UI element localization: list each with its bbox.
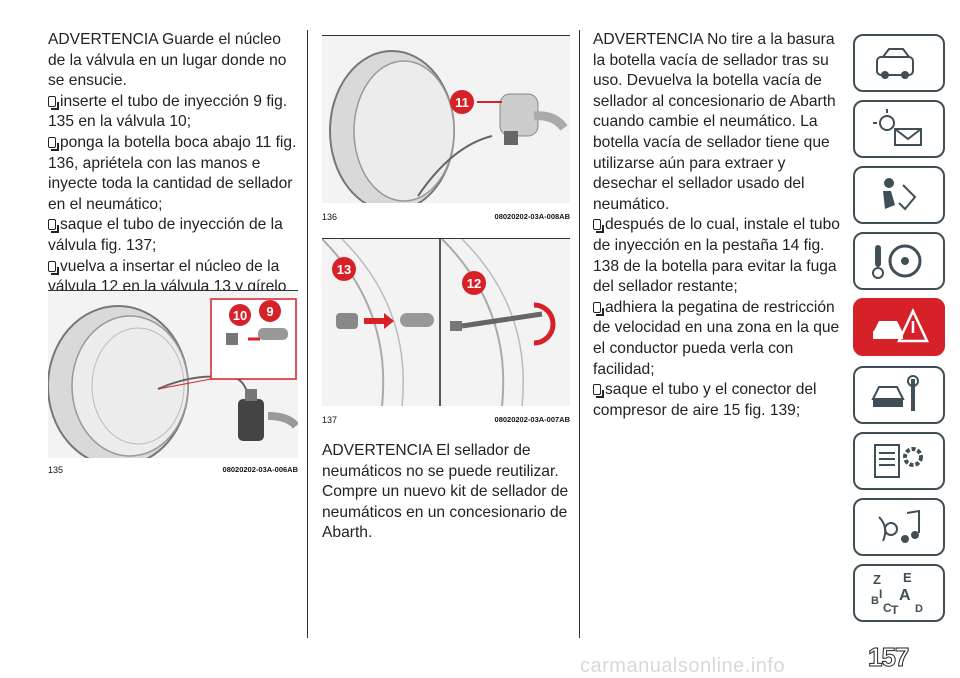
tab-maintenance[interactable] (853, 366, 945, 424)
bullet-icon (48, 219, 59, 234)
svg-text:D: D (915, 603, 923, 615)
list-item: saque el tubo de inyección de la válvula… (48, 216, 283, 254)
tab-index[interactable]: Z E B A C T D I (853, 564, 945, 622)
figure-137-caption: 137 08020202-03A-007AB (322, 415, 570, 425)
warning-paragraph: ADVERTENCIA Guarde el núcleo de la válvu… (48, 31, 287, 90)
warning-paragraph: ADVERTENCIA No tire a la basura la botel… (593, 31, 836, 213)
specs-gear-icon (874, 444, 923, 478)
figure-code: 08020202-03A-006AB (222, 465, 298, 474)
list-item: inserte el tubo de inyección 9 fig. 135 … (48, 92, 288, 131)
car-maintenance-icon (871, 375, 919, 411)
figure-code: 08020202-03A-007AB (494, 415, 570, 424)
list-item: saque el tubo y el conector del compreso… (593, 381, 817, 419)
tab-dashboard[interactable] (853, 34, 945, 92)
column-divider (307, 30, 308, 638)
callout-9: 9 (259, 300, 281, 322)
footer-watermark[interactable]: carmanualsonline.info (580, 655, 786, 677)
bullet-icon (593, 219, 604, 234)
car-dashboard-icon (876, 48, 914, 79)
bullet-icon (593, 301, 604, 316)
bullet-icon (48, 95, 59, 110)
column-divider (579, 30, 580, 638)
figure-137-illustration: 13 12 (322, 239, 556, 406)
tab-lights[interactable] (853, 100, 945, 158)
tab-multimedia[interactable] (853, 498, 945, 556)
text-column-3: ADVERTENCIA No tire a la basura la botel… (593, 30, 841, 421)
svg-text:C: C (883, 601, 892, 615)
alphabetical-index-icon: Z E B A C T D I (871, 570, 923, 616)
list-item: adhiera la pegatina de restricción de ve… (593, 298, 840, 378)
figure-136-caption: 136 08020202-03A-008AB (322, 212, 570, 222)
svg-text:13: 13 (337, 262, 351, 277)
list-item: ponga la botella boca abajo 11 fig. 136,… (48, 133, 297, 213)
svg-text:10: 10 (233, 308, 247, 323)
callout-13: 13 (332, 257, 356, 281)
text-column-2: ADVERTENCIA El sellador de neumáticos no… (322, 441, 570, 544)
figure-number: 136 (322, 212, 338, 222)
key-steering-icon (872, 244, 922, 279)
bullet-icon (48, 136, 59, 151)
figure-code: 08020202-03A-008AB (494, 212, 570, 221)
bullet-icon (593, 384, 604, 399)
page-number: 157 (867, 642, 909, 673)
emergency-warning-icon (873, 308, 929, 343)
svg-text:9: 9 (266, 304, 273, 319)
figure-135-caption: 135 08020202-03A-006AB (48, 465, 298, 475)
tab-safety[interactable] (853, 166, 945, 224)
figure-137: 13 12 (322, 238, 570, 406)
tab-emergency[interactable] (853, 298, 945, 356)
svg-text:A: A (899, 587, 911, 604)
multimedia-music-icon (878, 509, 920, 543)
seat-airbag-icon (883, 178, 917, 211)
figure-136-illustration: 11 (329, 50, 568, 203)
lights-mail-icon (873, 109, 922, 146)
warning-paragraph: ADVERTENCIA El sellador de neumáticos no… (322, 442, 569, 542)
tab-specs[interactable] (853, 432, 945, 490)
svg-text:Z: Z (873, 572, 881, 587)
figure-135: 10 9 (48, 290, 298, 458)
figure-number: 137 (322, 415, 338, 425)
bullet-icon (48, 260, 59, 275)
figure-136: 11 (322, 35, 570, 203)
figure-135-illustration: 10 9 (48, 298, 298, 458)
callout-11: 11 (450, 90, 474, 114)
svg-text:12: 12 (467, 276, 481, 291)
list-item: después de lo cual, instale el tubo de i… (593, 216, 840, 296)
svg-text:11: 11 (455, 95, 469, 110)
svg-text:T: T (891, 603, 899, 616)
text-column-1: ADVERTENCIA Guarde el núcleo de la válvu… (48, 30, 298, 318)
callout-10: 10 (229, 304, 251, 326)
callout-12: 12 (462, 271, 486, 295)
svg-text:B: B (871, 595, 879, 607)
svg-text:I: I (879, 587, 882, 601)
svg-text:E: E (903, 570, 912, 585)
tab-starting[interactable] (853, 232, 945, 290)
figure-number: 135 (48, 465, 64, 475)
